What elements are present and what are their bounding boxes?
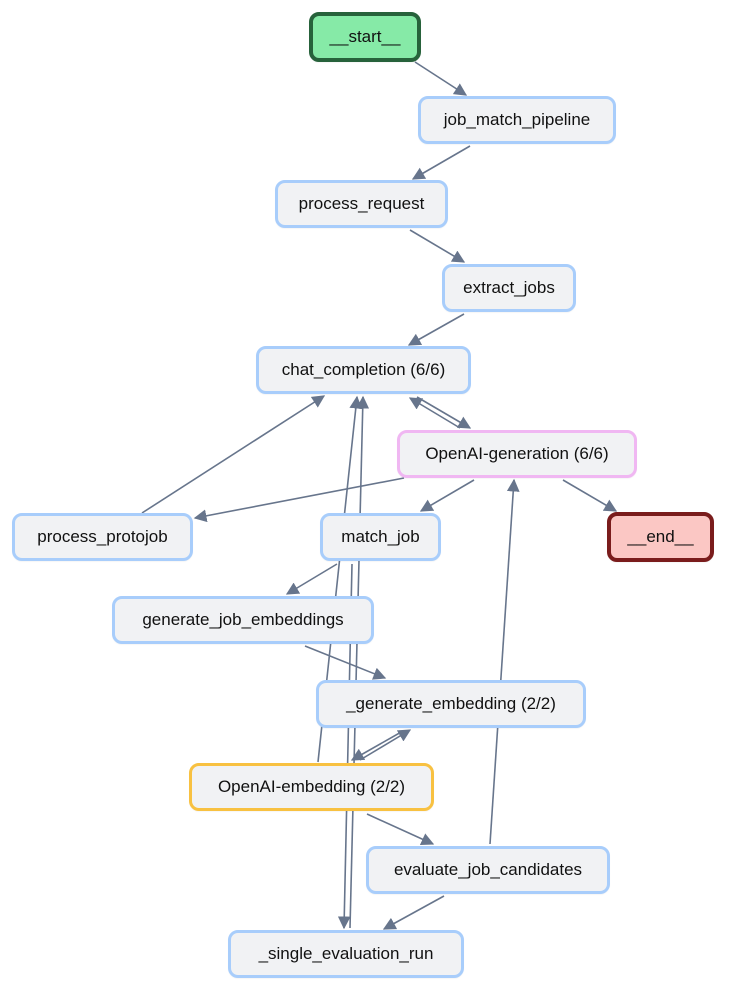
chat-completion-node[interactable]: chat_completion (6/6): [256, 346, 471, 394]
edge-chat-completion-to-openai-generation: [416, 396, 472, 429]
edge-single-evaluation-run-to-chat-completion: [349, 395, 370, 929]
process-protojob-node[interactable]: process_protojob: [12, 513, 193, 561]
openai-embedding-node[interactable]: OpenAI-embedding (2/2): [189, 763, 434, 811]
edge-openai-embedding-to-generate-embedding: [359, 729, 412, 761]
edge-generate-job-embeddings-to-generate-embedding: [304, 645, 387, 680]
generate-embedding-node[interactable]: _generate_embedding (2/2): [316, 680, 586, 728]
single-evaluation-run-node[interactable]: _single_evaluation_run: [228, 930, 464, 978]
edge-openai-generation-to-process-protojob: [193, 477, 405, 523]
openai-generation-node[interactable]: OpenAI-generation (6/6): [397, 430, 637, 478]
extract-jobs-node[interactable]: extract_jobs: [442, 264, 576, 312]
edge-process-protojob-to-chat-completion: [141, 395, 326, 514]
process-request-node[interactable]: process_request: [275, 180, 448, 228]
job-match-pipeline-node[interactable]: job_match_pipeline: [418, 96, 616, 144]
start-node[interactable]: __start__: [309, 12, 421, 62]
edge-process-request-to-extract-jobs: [409, 229, 466, 263]
edge-extract-jobs-to-chat-completion: [407, 313, 465, 346]
edge-openai-generation-to-match-job: [419, 479, 475, 512]
edge-openai-embedding-to-evaluate-job-candidates: [366, 813, 435, 846]
match-job-node[interactable]: match_job: [320, 513, 441, 561]
evaluate-job-candidates-node[interactable]: evaluate_job_candidates: [366, 846, 610, 894]
edge-job-match-pipeline-to-process-request: [411, 145, 471, 180]
edge-openai-generation-to-end: [562, 479, 618, 512]
generate-job-embeddings-node[interactable]: generate_job_embeddings: [112, 596, 374, 644]
edge-match-job-to-generate-job-embeddings: [285, 563, 338, 595]
edge-generate-embedding-to-openai-embedding: [350, 730, 404, 761]
edge-openai-generation-to-chat-completion: [408, 397, 461, 429]
edge-start-to-job-match-pipeline: [414, 61, 468, 96]
edge-evaluate-job-candidates-to-openai-generation: [489, 478, 520, 845]
edge-evaluate-job-candidates-to-single-evaluation-run: [382, 895, 445, 930]
end-node[interactable]: __end__: [607, 512, 714, 562]
